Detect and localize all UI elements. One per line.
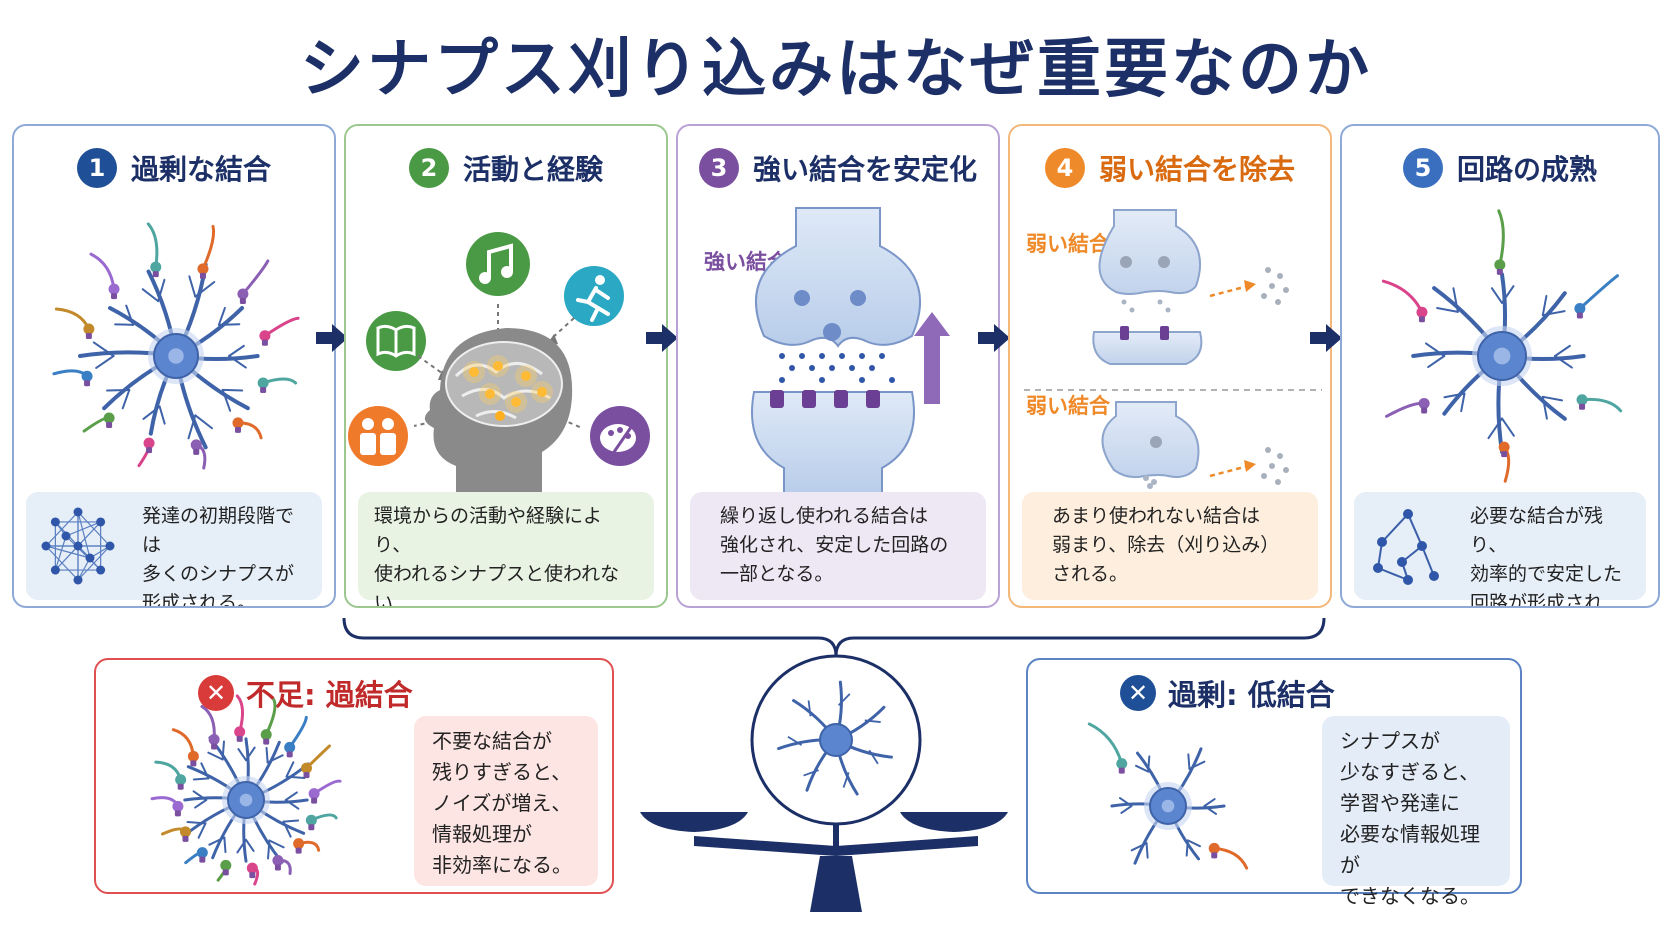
step-5-title: 回路の成熟 (1456, 153, 1597, 186)
step-1-description: 発達の初期段階では 多くのシナプスが 形成される。 (26, 492, 322, 606)
deficit-panel: ✕ 不足: 過結合 不要な結合が 残りすぎると、 ノイズが増え、 情報処理が 非… (94, 658, 614, 894)
neuron-body (52, 222, 300, 470)
weak-synapse-icon (1024, 209, 1322, 489)
neuron-body (1087, 722, 1249, 870)
step-3-description: 繰り返し使われる結合は 強化され、安定した回路の 一部となる。 (690, 492, 986, 600)
deficit-header: ✕ 不足: 過結合 (198, 672, 413, 714)
flow-arrow-1 (316, 324, 348, 352)
step-1-number: 1 (76, 148, 117, 188)
deficit-title: 不足: 過結合 (246, 678, 413, 712)
neuron-body (150, 694, 342, 886)
excess-panel: ✕ 過剰: 低結合 シナプスが 少なすぎると、 学習や発達に 必要な情報処理が … (1026, 658, 1522, 908)
dense-network-icon (41, 507, 115, 585)
excess-title: 過剰: 低結合 (1168, 678, 1335, 712)
people-icon (348, 406, 408, 466)
flow-arrow-2 (646, 324, 678, 352)
over-connected-neuron (150, 694, 342, 886)
step-2-number: 2 (408, 148, 449, 188)
running-icon (564, 266, 624, 326)
step-2-header: 2 活動と経験 (346, 148, 666, 188)
flow-arrow-3 (978, 324, 1010, 352)
music-icon (466, 232, 530, 296)
x-circle-icon: ✕ (1120, 675, 1156, 711)
excess-header: ✕ 過剰: 低結合 (1120, 672, 1335, 714)
step-3-number: 3 (698, 148, 739, 188)
synapse-icon (751, 207, 950, 497)
sparse-network-icon (1373, 509, 1439, 585)
mature-neuron-illustration (1381, 209, 1623, 483)
step-panel-1: 1 過剰な結合 発達の初期段階では 多くのシナプスが 形成される。 (12, 124, 336, 608)
step-4-number: 4 (1044, 148, 1085, 188)
experience-illustration (348, 232, 650, 496)
step-3-header: 3 強い結合を安定化 (678, 148, 998, 188)
deficit-description: 不要な結合が 残りすぎると、 ノイズが増え、 情報処理が 非効率になる。 (414, 716, 598, 886)
step-5-description: 必要な結合が残り、 効率的で安定した 回路が形成される。 (1354, 492, 1646, 606)
balance-scale (640, 654, 1008, 912)
book-icon (366, 311, 426, 371)
brain-icon (424, 328, 573, 496)
neuron-body (1381, 209, 1623, 483)
page-title: シナプス刈り込みはなぜ重要なのか (300, 33, 1372, 107)
x-circle-icon: ✕ (198, 675, 234, 711)
step-5-header: 5 回路の成熟 (1342, 148, 1658, 188)
step-5-number: 5 (1402, 148, 1443, 188)
step-panel-5: 5 回路の成熟 必要な結合が残り、 効率的で安定した 回路が形成される。 (1340, 124, 1660, 608)
step-1-header: 1 過剰な結合 (14, 148, 334, 188)
step-4-header: 4 弱い結合を除去 (1010, 148, 1330, 188)
step-panel-3: 3 強い結合を安定化 強い結合 繰り返し使われる結合は 強化され、安定した回路の… (676, 124, 1000, 608)
step-4-title: 弱い結合を除去 (1098, 153, 1295, 186)
step-4-description: あまり使われない結合は 弱まり、除去（刈り込み） される。 (1022, 492, 1318, 600)
step-2-title: 活動と経験 (462, 153, 603, 186)
excess-description: シナプスが 少なすぎると、 学習や発達に 必要な情報処理が できなくなる。 (1322, 716, 1510, 908)
step-1-title: 過剰な結合 (130, 153, 271, 186)
flow-arrow-4 (1310, 324, 1342, 352)
step-panel-4: 4 弱い結合を除去 弱い結合 弱い結合 あまり使われない結合は 弱まり、除去（刈… (1008, 124, 1332, 608)
palette-icon (590, 406, 650, 466)
dense-neuron-illustration (52, 222, 300, 470)
step-2-description: 環境からの活動や経験により、 使われるシナプスと使われない シナプスに差が生じる… (358, 492, 654, 606)
step-panel-2: 2 活動と経験 (344, 124, 668, 608)
weak-connection-label-bottom: 弱い結合 (1026, 394, 1110, 418)
step-3-title: 強い結合を安定化 (752, 153, 977, 186)
under-connected-neuron (1087, 722, 1249, 870)
weak-connection-label-top: 弱い結合 (1026, 232, 1110, 256)
